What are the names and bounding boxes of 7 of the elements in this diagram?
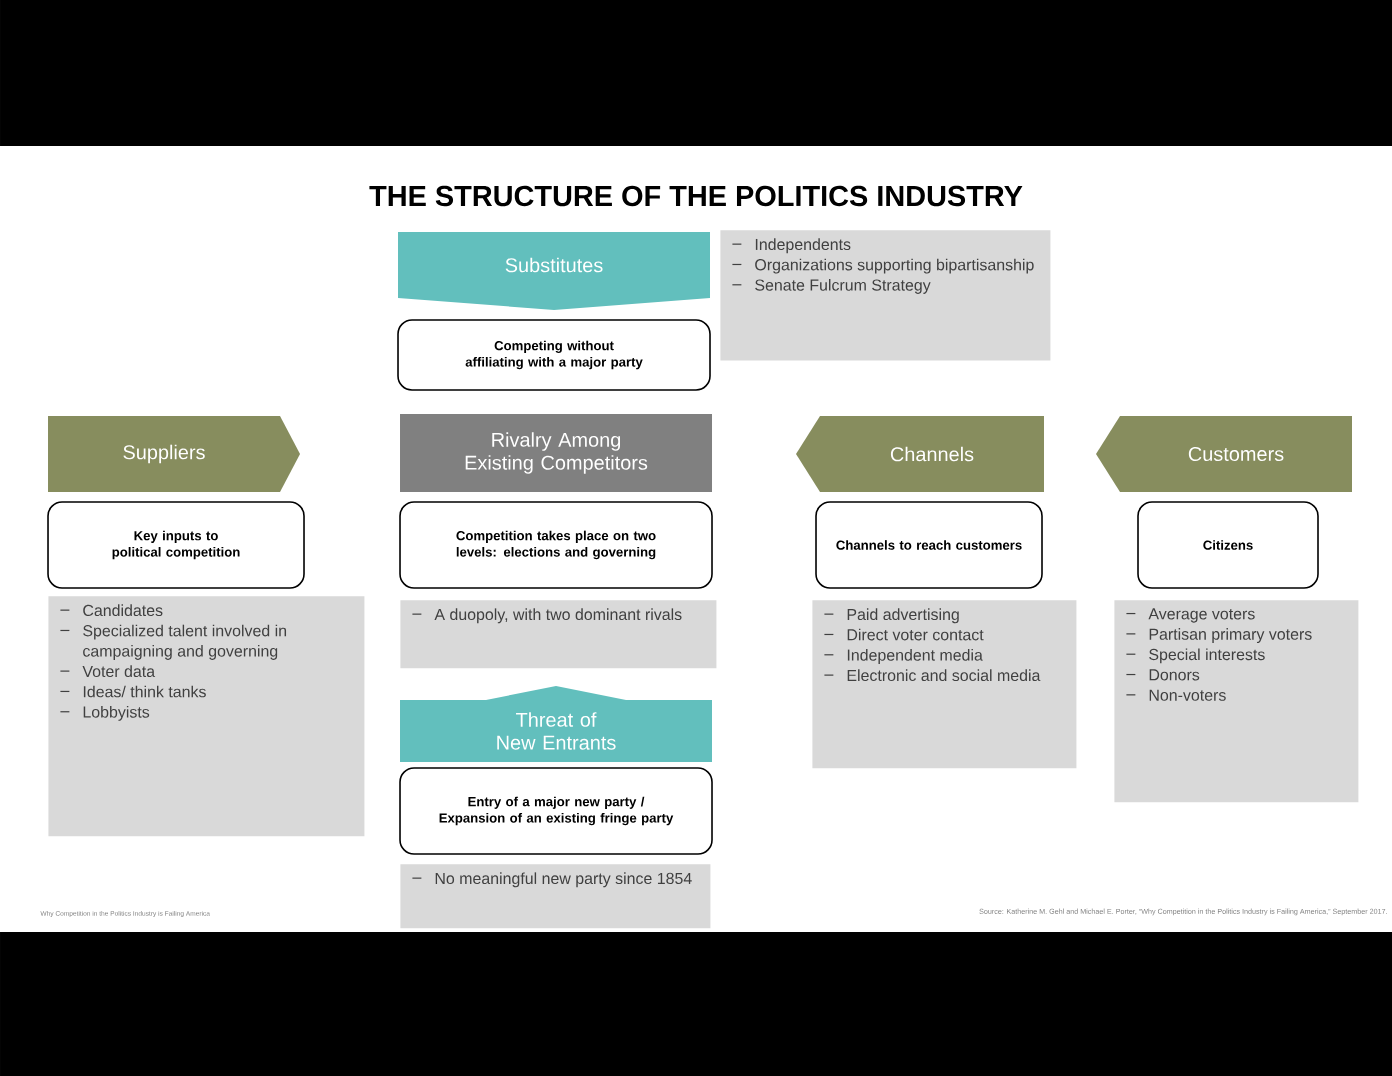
chevron-banner: Substitutes — [398, 231, 710, 310]
arrow-banner: Suppliers — [48, 415, 300, 492]
arrow-banner: Customers — [1096, 415, 1352, 492]
arrow-banner: Channels — [796, 415, 1044, 492]
header-banner: Rivalry Among Existing Competitors — [400, 413, 712, 492]
title: THE STRUCTURE OF THE POLITICS INDUSTRY — [369, 185, 1023, 207]
chevron-banner: Threat of New Entrants — [400, 685, 712, 762]
